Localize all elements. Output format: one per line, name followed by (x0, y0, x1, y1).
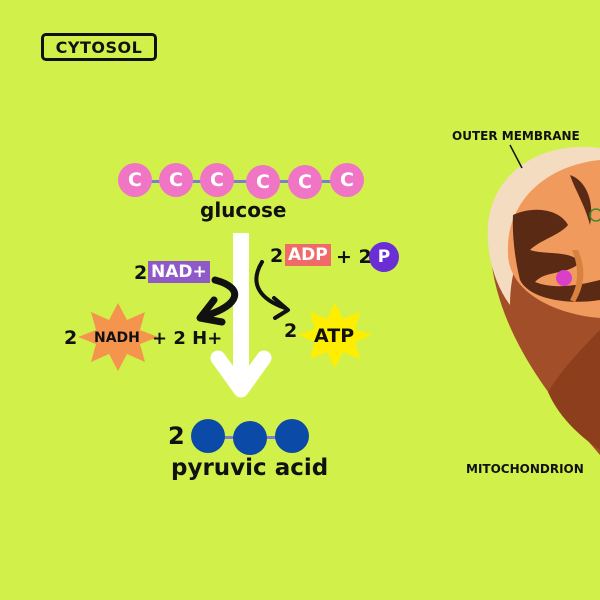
plus-two: + 2 (336, 246, 372, 268)
atp-count: 2 (284, 320, 298, 342)
cytosol-label: CYTOSOL (41, 33, 157, 61)
outer-membrane-pointer (509, 144, 523, 169)
nad-arrow-head (196, 296, 226, 326)
nadh-star (78, 303, 158, 371)
adp-arrow-head (272, 296, 290, 320)
pyruvate-carbon (233, 421, 267, 455)
adp-arrow (254, 260, 287, 310)
pyruvic-acid-label: pyruvic acid (171, 455, 329, 481)
carbon-atom: C (159, 163, 193, 197)
carbon-atom: C (330, 163, 364, 197)
carbon-atom: C (200, 163, 234, 197)
adp-badge: ADP (285, 244, 331, 266)
main-arrow-shaft (233, 233, 249, 383)
outer-membrane-label: OUTER MEMBRANE (452, 129, 580, 143)
carbon-atom: C (118, 163, 152, 197)
nad-arrow (201, 276, 239, 320)
pyruvate-carbon (191, 419, 225, 453)
nadh-label: NADH (94, 330, 140, 346)
mitochondrion-label: MITOCHONDRION (466, 462, 584, 476)
atp-label: ATP (314, 325, 355, 347)
dna-particle (589, 208, 600, 222)
glucose-label: glucose (200, 198, 287, 222)
carbon-atom: C (288, 165, 322, 199)
nadh-count: 2 (64, 327, 78, 349)
phosphate-circle: P (369, 242, 399, 272)
nad-count: 2 (134, 262, 148, 284)
pyruvate-carbon (275, 419, 309, 453)
carbon-atom: C (246, 165, 280, 199)
atp-synthase-particle (556, 270, 572, 286)
nad-badge: NAD+ (148, 261, 210, 283)
main-arrow-head (210, 350, 272, 398)
h-plus-label: + 2 H+ (152, 328, 223, 349)
adp-count: 2 (270, 245, 284, 267)
pyruvic-count: 2 (168, 422, 185, 450)
atp-star (298, 303, 372, 368)
